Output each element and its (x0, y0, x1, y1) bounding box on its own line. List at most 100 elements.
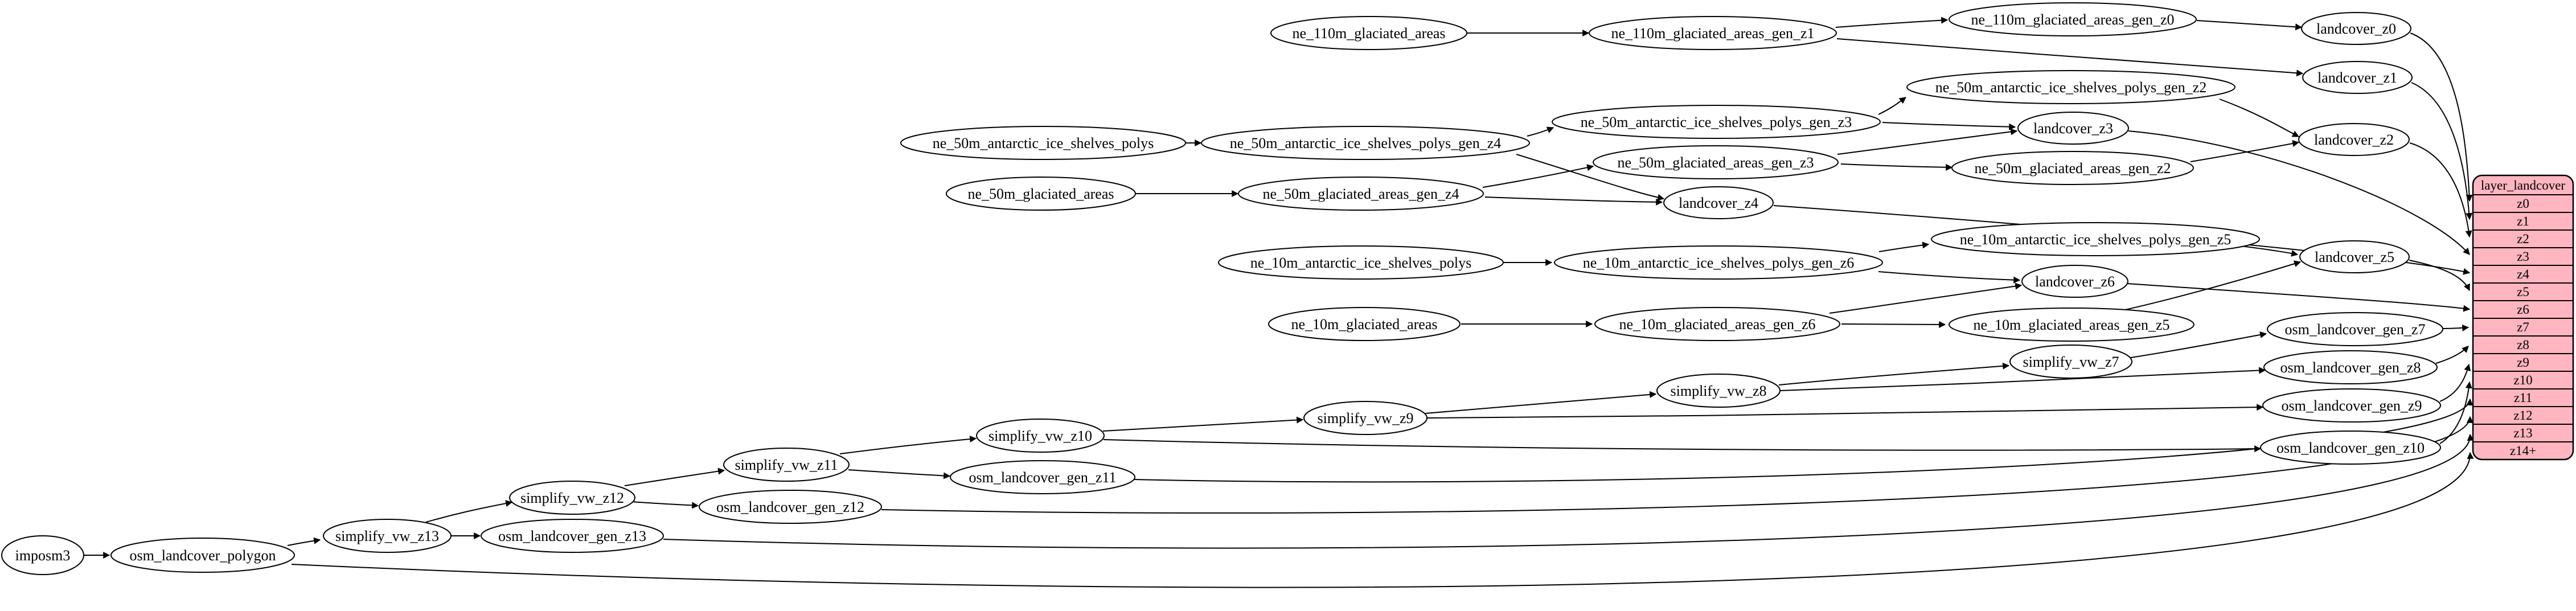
node-label: ne_10m_glaciated_areas_gen_z6 (1619, 316, 1815, 333)
table-row-z6: z6 (2517, 302, 2529, 317)
edge-landcoverz6-z6 (2127, 283, 2471, 312)
edge-ne10shelves-gen6-landcoverz6 (1878, 271, 2021, 284)
node-label: landcover_z4 (1679, 195, 1758, 211)
node-ne_10m_antarctic_ice_shelves_polys_gen_z5: ne_10m_antarctic_ice_shelves_polys_gen_z… (1931, 222, 2260, 256)
nodes: imposm3 osm_landcover_polygon simplify_v… (1, 2, 2443, 575)
node-label: osm_landcover_gen_z12 (716, 499, 864, 515)
edge-polygon-z14 (291, 452, 2474, 588)
node-osm_landcover_gen_z9: osm_landcover_gen_z9 (2262, 388, 2441, 423)
node-label: ne_50m_glaciated_areas_gen_z3 (1617, 154, 1814, 171)
node-label: simplify_vw_z7 (2023, 354, 2119, 370)
node-simplify_vw_z10: simplify_vw_z10 (976, 419, 1105, 453)
node-simplify_vw_z8: simplify_vw_z8 (1656, 374, 1781, 408)
node-landcover_z4: landcover_z4 (1663, 186, 1774, 219)
node-ne_50m_antarctic_ice_shelves_polys: ne_50m_antarctic_ice_shelves_polys (900, 126, 1186, 160)
node-osm_landcover_gen_z13: osm_landcover_gen_z13 (481, 519, 664, 553)
node-label: ne_10m_glaciated_areas (1291, 316, 1438, 333)
node-osm_landcover_gen_z10: osm_landcover_gen_z10 (2260, 430, 2441, 465)
edge-gen8-z8 (2435, 346, 2469, 364)
edge-ne50shelves-gen3-gen2 (1878, 97, 1906, 115)
edge-ne50glac-gen4-landcoverz4 (1484, 196, 1663, 206)
edge-ne50shelves-gen3-landcoverz3 (1882, 122, 2016, 130)
edge-polygon-simplify13 (287, 537, 321, 546)
table-row-z12: z12 (2513, 408, 2532, 423)
node-ne_50m_glaciated_areas_gen_z4: ne_50m_glaciated_areas_gen_z4 (1238, 177, 1484, 211)
edge-simplify13-simplify12 (425, 500, 513, 523)
node-ne_50m_antarctic_ice_shelves_polys_gen_z4: ne_50m_antarctic_ice_shelves_polys_gen_z… (1201, 126, 1530, 160)
table-header: layer_landcover (2481, 178, 2565, 192)
table-row-z4: z4 (2517, 267, 2529, 281)
node-label: landcover_z2 (2314, 132, 2394, 148)
edge-landcoverz5-z5 (2409, 260, 2470, 292)
node-ne_10m_antarctic_ice_shelves_polys: ne_10m_antarctic_ice_shelves_polys (1218, 245, 1504, 280)
node-landcover_z0: landcover_z0 (2301, 12, 2411, 45)
node-label: osm_landcover_gen_z7 (2285, 321, 2426, 338)
node-label: ne_10m_antarctic_ice_shelves_polys (1250, 255, 1471, 271)
node-ne_10m_glaciated_areas_gen_z6: ne_10m_glaciated_areas_gen_z6 (1594, 307, 1840, 341)
edge-gen1-gen0 (1835, 17, 1949, 28)
node-ne_10m_glaciated_areas_gen_z5: ne_10m_glaciated_areas_gen_z5 (1949, 307, 2194, 342)
node-label: ne_10m_antarctic_ice_shelves_polys_gen_z… (1960, 231, 2232, 248)
edge-simplify10-gen10 (1103, 439, 2262, 453)
node-ne_50m_glaciated_areas: ne_50m_glaciated_areas (946, 177, 1136, 211)
edge-simplify9-gen9 (1426, 404, 2264, 419)
node-label: ne_110m_glaciated_areas_gen_z1 (1611, 25, 1814, 42)
edge-simplify8-simplify7 (1778, 362, 2010, 386)
edge-ne50glac-gen4-gen3 (1482, 164, 1594, 188)
table-row-z14plus: z14+ (2510, 444, 2536, 458)
node-label: simplify_vw_z11 (735, 457, 838, 473)
node-simplify_vw_z7: simplify_vw_z7 (2009, 345, 2132, 379)
node-label: ne_50m_glaciated_areas (968, 186, 1114, 202)
node-simplify_vw_z11: simplify_vw_z11 (723, 448, 850, 482)
edge-ne10glac-gen6-gen5 (1841, 321, 1946, 328)
edge-simplify12-simplify11 (624, 468, 725, 486)
table-row-z7: z7 (2517, 320, 2529, 334)
node-label: ne_50m_antarctic_ice_shelves_polys_gen_z… (1935, 79, 2207, 96)
node-ne_10m_antarctic_ice_shelves_polys_gen_z6: ne_10m_antarctic_ice_shelves_polys_gen_z… (1554, 245, 1883, 280)
edge-simplify10-simplify9 (1102, 416, 1304, 432)
node-simplify_vw_z13: simplify_vw_z13 (323, 519, 452, 553)
edge-ne50glac-gen2-landcoverz2 (2190, 140, 2300, 162)
node-label: ne_110m_glaciated_areas (1292, 25, 1445, 42)
edge-gen12-z12 (881, 416, 2474, 514)
table-row-z1: z1 (2517, 214, 2529, 228)
edge-landcoverz0-z0 (2410, 32, 2473, 202)
edge-gen1-landcoverz1 (1836, 38, 2304, 77)
node-label: imposm3 (15, 547, 71, 564)
edge-gen13-z13 (663, 433, 2474, 549)
node-label: ne_50m_antarctic_ice_shelves_polys_gen_z… (1581, 114, 1852, 130)
node-landcover_z2: landcover_z2 (2298, 123, 2410, 156)
node-label: osm_landcover_gen_z13 (498, 528, 646, 544)
edge-ne50shelves-gen2-landcoverz2 (2219, 99, 2300, 137)
node-landcover_z3: landcover_z3 (2017, 112, 2129, 145)
node-label: osm_landcover_gen_z8 (2280, 359, 2421, 376)
node-simplify_vw_z12: simplify_vw_z12 (509, 481, 635, 515)
node-ne_10m_glaciated_areas: ne_10m_glaciated_areas (1268, 307, 1461, 341)
node-osm_landcover_polygon: osm_landcover_polygon (110, 538, 295, 573)
edge-simplify8-gen8 (1779, 367, 2266, 391)
table-row-z10: z10 (2513, 373, 2532, 387)
edge-simplify11-simplify10 (839, 436, 977, 454)
node-osm_landcover_gen_z12: osm_landcover_gen_z12 (699, 490, 882, 524)
node-label: ne_50m_antarctic_ice_shelves_polys (933, 135, 1154, 151)
node-simplify_vw_z9: simplify_vw_z9 (1303, 401, 1428, 435)
table-row-z9: z9 (2517, 355, 2529, 370)
node-label: simplify_vw_z10 (988, 428, 1092, 444)
edge-gen9-z9 (2439, 363, 2471, 402)
node-ne_110m_glaciated_areas_gen_z1: ne_110m_glaciated_areas_gen_z1 (1589, 16, 1837, 50)
node-ne_110m_glaciated_areas_gen_z0: ne_110m_glaciated_areas_gen_z0 (1949, 2, 2197, 36)
edge-landcoverz3-z3 (2128, 130, 2470, 255)
edge-simplify11-gen11 (848, 469, 951, 479)
node-label: osm_landcover_gen_z11 (969, 469, 1117, 486)
edge-ne50shelves-gen4-landcoverz4 (1516, 154, 1665, 201)
node-label: osm_landcover_gen_z9 (2282, 397, 2422, 414)
node-label: landcover_z3 (2033, 120, 2113, 137)
node-label: osm_landcover_polygon (129, 547, 276, 564)
edge-landcoverz1-z1 (2411, 82, 2473, 220)
table-row-z13: z13 (2513, 426, 2532, 440)
node-label: ne_10m_glaciated_areas_gen_z5 (1973, 317, 2169, 333)
table-row-z0: z0 (2517, 196, 2529, 211)
node-label: ne_50m_glaciated_areas_gen_z2 (1974, 160, 2171, 177)
edge-ne10glac-gen6-landcoverz6 (1829, 282, 2023, 314)
